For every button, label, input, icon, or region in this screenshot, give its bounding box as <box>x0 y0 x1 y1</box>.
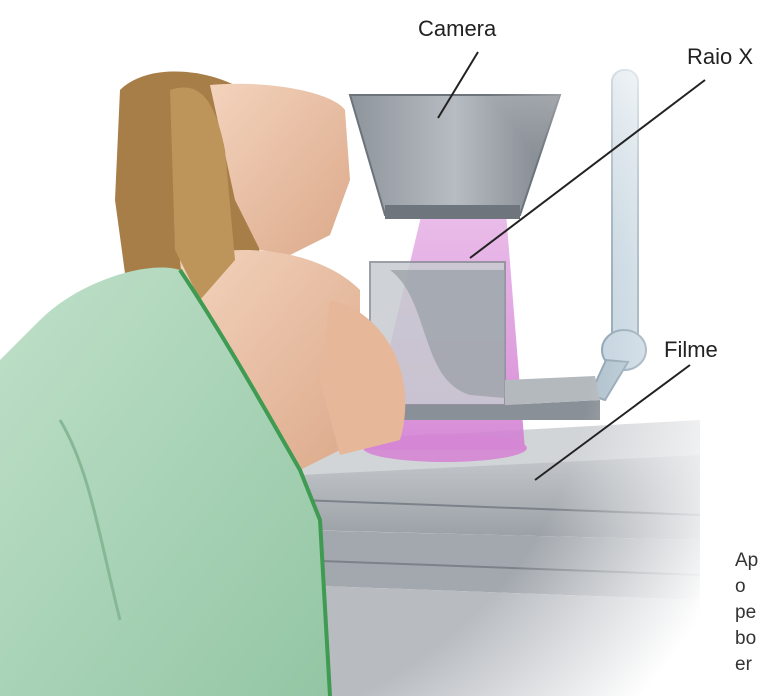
truncated-caption: Ap o pe bo er <box>735 548 777 678</box>
filme-label: Filme <box>664 337 718 363</box>
camera-housing <box>350 95 560 219</box>
caption-line: o <box>735 574 777 600</box>
caption-line: er <box>735 652 777 678</box>
machine-arm <box>590 70 646 400</box>
camera-label: Camera <box>418 16 496 42</box>
caption-line: pe <box>735 600 777 626</box>
caption-line: bo <box>735 626 777 652</box>
raio-x-label: Raio X <box>687 44 753 70</box>
caption-line: Ap <box>735 548 777 574</box>
film-table <box>295 420 700 696</box>
